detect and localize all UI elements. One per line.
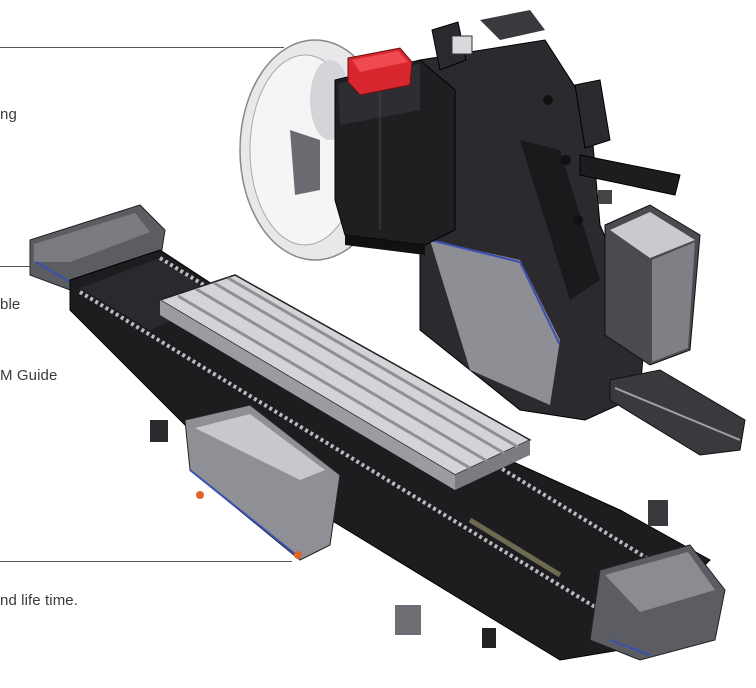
base-right-wing bbox=[589, 544, 726, 661]
leveling-feet bbox=[150, 420, 668, 648]
callout-text-3: M Guide bbox=[0, 367, 58, 384]
worktable bbox=[158, 274, 532, 490]
right-rail bbox=[609, 369, 746, 456]
leader-line-middle bbox=[0, 266, 30, 267]
x-axis-motor bbox=[574, 79, 681, 204]
side-cabinet bbox=[604, 204, 701, 366]
callout-text-4: nd life time. bbox=[0, 592, 78, 609]
spindle-head bbox=[334, 59, 456, 255]
callout-text-1: ng bbox=[0, 106, 17, 123]
leader-line-bottom bbox=[0, 561, 292, 562]
saddle bbox=[184, 404, 341, 561]
z-axis-motor bbox=[431, 10, 545, 71]
spindle-motor-cap bbox=[347, 47, 413, 96]
callout-text-2: ble bbox=[0, 296, 21, 313]
leader-line-top bbox=[0, 47, 284, 48]
